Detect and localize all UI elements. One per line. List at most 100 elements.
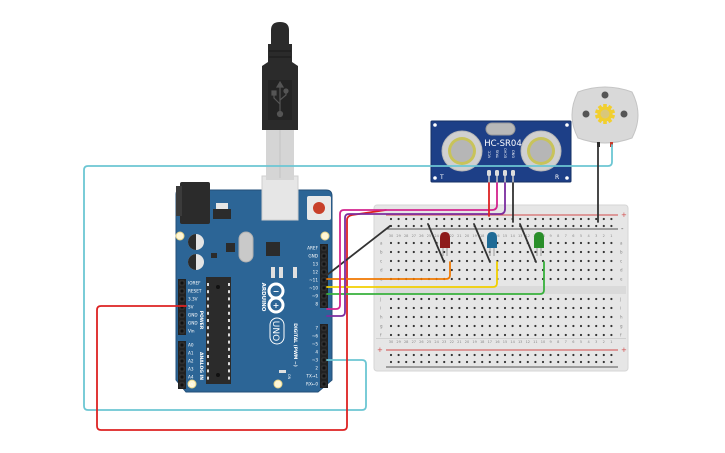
breadboard-hole[interactable] [549, 277, 552, 281]
breadboard-hole[interactable] [397, 250, 400, 254]
breadboard-hole[interactable] [526, 324, 529, 328]
rail-hole[interactable] [427, 217, 431, 221]
breadboard-hole[interactable] [496, 297, 499, 301]
rail-hole[interactable] [564, 224, 567, 228]
rail-hole[interactable] [481, 217, 484, 221]
rail-hole[interactable] [412, 224, 415, 228]
breadboard-hole[interactable] [511, 315, 514, 319]
breadboard-hole[interactable] [496, 250, 499, 254]
breadboard-hole[interactable] [541, 324, 545, 328]
breadboard-hole[interactable] [473, 259, 476, 263]
sensor-pin-vcc[interactable] [487, 170, 491, 176]
rail-hole[interactable] [397, 360, 400, 364]
breadboard-hole[interactable] [412, 297, 415, 301]
breadboard-hole[interactable] [473, 333, 476, 337]
rail-hole[interactable] [541, 360, 545, 364]
breadboard-hole[interactable] [465, 306, 469, 310]
breadboard-hole[interactable] [405, 268, 408, 272]
breadboard-hole[interactable] [465, 250, 469, 254]
breadboard-hole[interactable] [389, 259, 393, 263]
breadboard-hole[interactable] [526, 315, 529, 319]
rail-hole[interactable] [412, 360, 415, 364]
rail-hole[interactable] [397, 217, 400, 221]
rail-hole[interactable] [610, 224, 613, 228]
breadboard-hole[interactable] [473, 306, 476, 310]
breadboard-hole[interactable] [503, 306, 507, 310]
breadboard-hole[interactable] [610, 333, 613, 337]
rail-hole[interactable] [405, 224, 408, 228]
breadboard-hole[interactable] [503, 268, 507, 272]
breadboard-hole[interactable] [465, 315, 469, 319]
breadboard-hole[interactable] [602, 324, 605, 328]
rail-hole[interactable] [503, 353, 507, 357]
header-pin[interactable] [321, 333, 327, 339]
breadboard-hole[interactable] [526, 268, 529, 272]
breadboard-hole[interactable] [405, 333, 408, 337]
breadboard-hole[interactable] [389, 268, 393, 272]
breadboard-hole[interactable] [488, 297, 491, 301]
breadboard-hole[interactable] [602, 277, 605, 281]
breadboard-hole[interactable] [389, 315, 393, 319]
rail-hole[interactable] [465, 217, 469, 221]
breadboard-hole[interactable] [503, 315, 507, 319]
rail-hole[interactable] [557, 217, 560, 221]
rail-hole[interactable] [572, 353, 575, 357]
breadboard-hole[interactable] [412, 324, 415, 328]
breadboard-hole[interactable] [473, 324, 476, 328]
breadboard-hole[interactable] [579, 241, 583, 245]
breadboard-hole[interactable] [427, 268, 431, 272]
rail-hole[interactable] [473, 360, 476, 364]
breadboard-hole[interactable] [427, 333, 431, 337]
breadboard-hole[interactable] [435, 306, 438, 310]
rail-hole[interactable] [420, 224, 423, 228]
breadboard-hole[interactable] [427, 324, 431, 328]
rail-hole[interactable] [557, 224, 560, 228]
rail-hole[interactable] [579, 360, 583, 364]
rail-hole[interactable] [549, 353, 552, 357]
breadboard-hole[interactable] [579, 324, 583, 328]
breadboard-hole[interactable] [420, 250, 423, 254]
breadboard-hole[interactable] [405, 250, 408, 254]
breadboard-hole[interactable] [473, 315, 476, 319]
breadboard-hole[interactable] [465, 333, 469, 337]
header-pin[interactable] [179, 342, 185, 348]
rail-hole[interactable] [435, 217, 438, 221]
rail-hole[interactable] [420, 353, 423, 357]
breadboard-hole[interactable] [389, 333, 393, 337]
breadboard-hole[interactable] [534, 268, 537, 272]
rail-hole[interactable] [557, 360, 560, 364]
breadboard-hole[interactable] [450, 250, 453, 254]
breadboard-hole[interactable] [443, 268, 446, 272]
breadboard-hole[interactable] [443, 250, 446, 254]
rail-hole[interactable] [541, 353, 545, 357]
rail-hole[interactable] [595, 217, 598, 221]
breadboard-hole[interactable] [496, 315, 499, 319]
rail-hole[interactable] [587, 353, 590, 357]
wire-pin13-red-led[interactable] [326, 261, 451, 280]
breadboard-hole[interactable] [458, 259, 461, 263]
breadboard-hole[interactable] [488, 333, 491, 337]
breadboard-hole[interactable] [450, 324, 453, 328]
breadboard-hole[interactable] [412, 306, 415, 310]
header-pin[interactable] [321, 341, 327, 347]
breadboard-hole[interactable] [587, 277, 590, 281]
breadboard-hole[interactable] [579, 315, 583, 319]
header-pin[interactable] [179, 312, 185, 318]
breadboard-hole[interactable] [610, 324, 613, 328]
breadboard-hole[interactable] [397, 268, 400, 272]
breadboard-hole[interactable] [557, 333, 560, 337]
breadboard-hole[interactable] [450, 306, 453, 310]
rail-hole[interactable] [602, 217, 605, 221]
breadboard-hole[interactable] [572, 306, 575, 310]
rail-hole[interactable] [549, 360, 552, 364]
rail-hole[interactable] [465, 224, 469, 228]
header-pin[interactable] [321, 349, 327, 355]
breadboard-hole[interactable] [511, 259, 514, 263]
header-pin[interactable] [179, 374, 185, 380]
breadboard-hole[interactable] [458, 268, 461, 272]
breadboard-hole[interactable] [465, 324, 469, 328]
rail-hole[interactable] [488, 360, 491, 364]
header-pin[interactable] [321, 301, 327, 307]
breadboard-hole[interactable] [602, 306, 605, 310]
breadboard-hole[interactable] [519, 277, 522, 281]
